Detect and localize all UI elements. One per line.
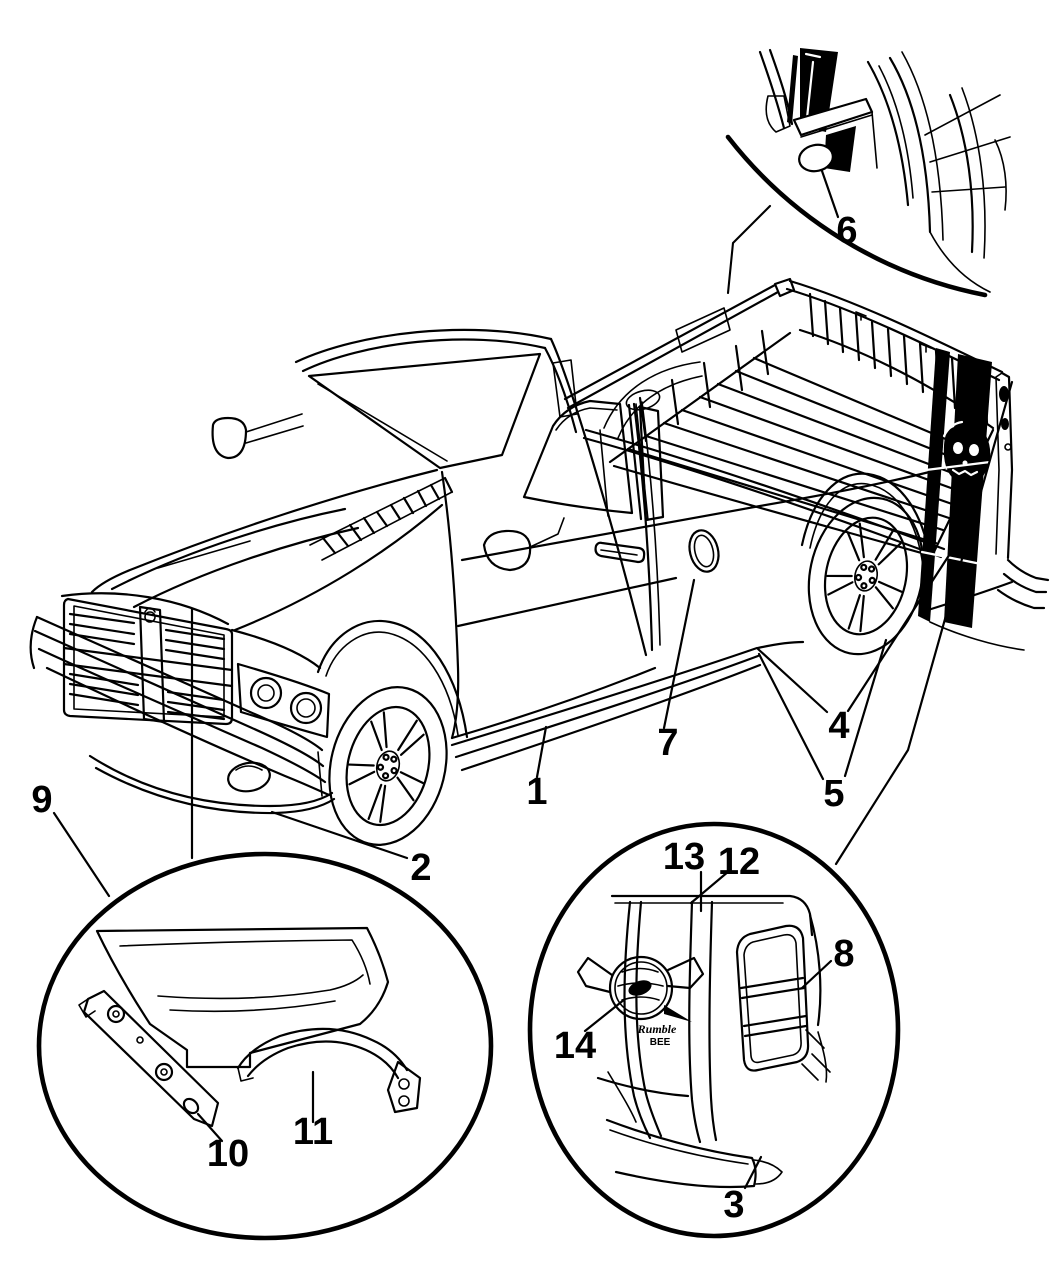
leader-3 (743, 1155, 763, 1190)
leader-7 (662, 578, 696, 730)
leader-5b (843, 638, 888, 778)
hood-scoop-panel (95, 926, 390, 1069)
front-wheel-arch (316, 619, 469, 739)
bee-emblem: Rumble BEE (576, 955, 705, 1048)
quarter-stripes (623, 900, 718, 1144)
detail-bubble-rear-stripe (725, 48, 1011, 298)
callout-4: 4 (828, 705, 849, 747)
fog-lamp (227, 761, 271, 793)
leader-4a (756, 647, 829, 714)
truck-bodyside (440, 401, 1014, 772)
detail-connector-line (726, 204, 772, 295)
grille (62, 597, 234, 726)
callout-9: 9 (31, 779, 52, 821)
leader-9 (52, 811, 111, 898)
emblem-text-bee: BEE (650, 1037, 671, 1048)
tail-lamp-guard (735, 924, 810, 1072)
headlamp (236, 662, 331, 739)
leader-10 (196, 1112, 224, 1143)
leader-1 (535, 725, 548, 779)
detail-circle (527, 821, 901, 1239)
scoop-trim-molding (236, 1027, 422, 1114)
detail-oval (36, 851, 494, 1241)
leader-12 (689, 869, 731, 905)
callout-6: 6 (836, 210, 857, 252)
callout-7: 7 (657, 722, 678, 764)
fuel-door (688, 529, 720, 573)
callout-10: 10 (207, 1133, 249, 1175)
callout-1: 1 (526, 771, 547, 813)
callout-5: 5 (823, 773, 844, 815)
cowl-hatch (321, 476, 454, 555)
leader-6 (820, 169, 840, 219)
callout-3: 3 (723, 1184, 744, 1226)
callout-12: 12 (718, 841, 760, 883)
leader-4b (846, 541, 959, 713)
detail-circle-arc (725, 134, 988, 298)
callout-8: 8 (833, 933, 854, 975)
ram-badge-icon (144, 611, 156, 623)
detail-wheel-arcs (866, 51, 1011, 293)
callout-13: 13 (663, 836, 705, 878)
rear-bumper-detail (605, 1118, 783, 1189)
callout-14: 14 (554, 1025, 596, 1067)
right-mirror (482, 529, 532, 572)
truck-hood (60, 468, 454, 632)
rear-wheel (807, 496, 925, 656)
emblem-text-rumble: Rumble (637, 1022, 677, 1036)
left-mirror (211, 416, 248, 460)
stripe-medallion (798, 143, 834, 173)
bulkhead-ribs (638, 329, 770, 443)
rear-pointer-line (834, 380, 1014, 866)
leader-8 (800, 959, 833, 990)
bed-stripe-decal (918, 348, 992, 628)
truck-front-end (29, 597, 336, 815)
scoop-bracket (78, 989, 220, 1128)
truck-cab (211, 328, 665, 657)
callout-2: 2 (410, 847, 431, 889)
callout-leaders (52, 169, 959, 1190)
rear-wheel-arch (800, 472, 933, 568)
detail-bubble-tail-lamp: Rumble BEE (527, 821, 901, 1239)
callout-labels: 1 2 3 4 5 6 7 8 9 10 11 12 13 14 (31, 210, 857, 1226)
leader-5a (757, 652, 825, 781)
bee-skull-graphic (942, 420, 979, 477)
quarter-panel-lines (596, 913, 831, 1123)
leader-14 (583, 997, 627, 1033)
rocker-molding (450, 646, 759, 747)
truck-bed (563, 277, 1014, 560)
detail-bubble-hood-scoop (36, 851, 494, 1241)
front-wheel (328, 686, 448, 846)
callout-11: 11 (293, 1111, 333, 1153)
leader-2 (270, 810, 409, 860)
truck-drawing (29, 277, 1050, 846)
detail-pointer-lines (190, 380, 1014, 866)
door-handle (594, 541, 646, 564)
